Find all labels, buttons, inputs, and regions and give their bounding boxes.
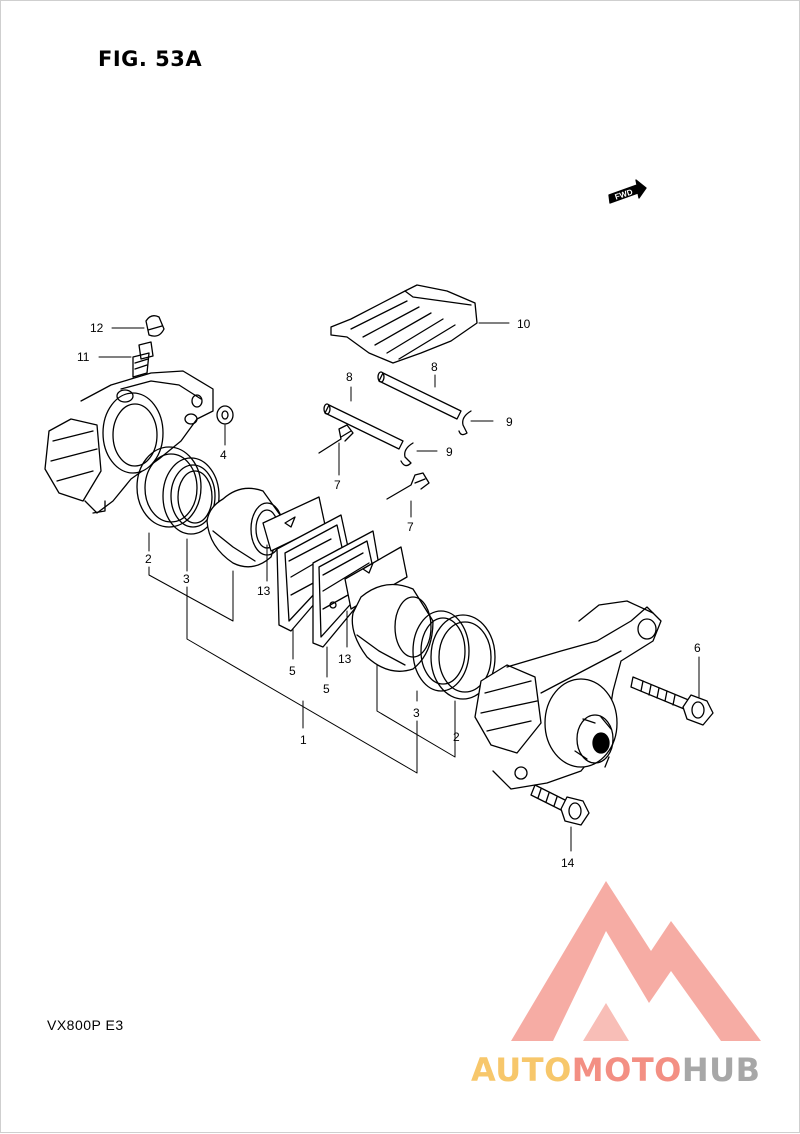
seal-right <box>430 614 496 700</box>
watermark-hub: HUB <box>681 1051 761 1089</box>
caliper-right-half <box>474 600 662 790</box>
bleeder-cap <box>145 315 165 337</box>
callout-12: 12 <box>90 321 104 335</box>
callout-2-right: 2 <box>453 730 460 744</box>
fwd-label: FWD <box>614 187 634 201</box>
dust-seal-left <box>162 457 220 535</box>
fwd-arrow-icon: FWD <box>608 179 647 204</box>
piston-left <box>206 487 284 568</box>
callout-3-right: 3 <box>413 706 420 720</box>
dust-seal-right <box>412 610 470 692</box>
callout-1: 1 <box>300 733 307 747</box>
pad-spring <box>330 284 478 364</box>
pad-pin-upper <box>377 371 462 420</box>
callout-4: 4 <box>220 448 227 462</box>
watermark-moto: MOTO <box>571 1051 682 1089</box>
callout-6: 6 <box>694 641 701 655</box>
callout-14: 14 <box>561 856 575 870</box>
callout-9-lower: 9 <box>446 445 453 459</box>
callout-13-left: 13 <box>257 584 271 598</box>
model-code: VX800P E3 <box>47 1017 124 1033</box>
pad-spring-clip-lower <box>386 472 430 500</box>
watermark-text: AUTOMOTOHUB <box>471 1051 796 1089</box>
bleeder-valve <box>132 341 154 378</box>
mounting-bolt-6 <box>630 676 714 726</box>
pin-clip-lower <box>400 442 414 467</box>
callout-10: 10 <box>517 317 531 331</box>
callout-5-left: 5 <box>289 664 296 678</box>
seal-left <box>136 446 202 528</box>
callout-9-upper: 9 <box>506 415 513 429</box>
pin-clip-upper <box>458 410 472 436</box>
caliper-left-half <box>44 370 214 514</box>
callout-2-left: 2 <box>145 552 152 566</box>
pad-spring-clip-upper <box>318 424 354 454</box>
pad-shim-right <box>344 546 408 610</box>
callout-11: 11 <box>77 350 90 364</box>
mounting-bolt-14 <box>530 784 590 826</box>
watermark-logo-icon <box>511 881 761 1041</box>
pad-pin-lower <box>323 403 404 450</box>
callout-3-left: 3 <box>183 572 190 586</box>
callout-8-right: 8 <box>431 360 438 374</box>
callout-7-upper: 7 <box>334 478 341 492</box>
washer <box>216 405 234 425</box>
callout-8-left: 8 <box>346 370 353 384</box>
callout-labels: 1 2 2 3 3 4 5 5 6 7 7 8 8 9 9 10 11 12 1… <box>77 317 701 870</box>
leader-lines <box>98 322 700 852</box>
figure-title: FIG. 53A <box>98 47 203 71</box>
callout-13-right: 13 <box>338 652 352 666</box>
watermark-auto: AUTO <box>471 1051 572 1089</box>
callout-5-right: 5 <box>323 682 330 696</box>
callout-7-lower: 7 <box>407 520 414 534</box>
